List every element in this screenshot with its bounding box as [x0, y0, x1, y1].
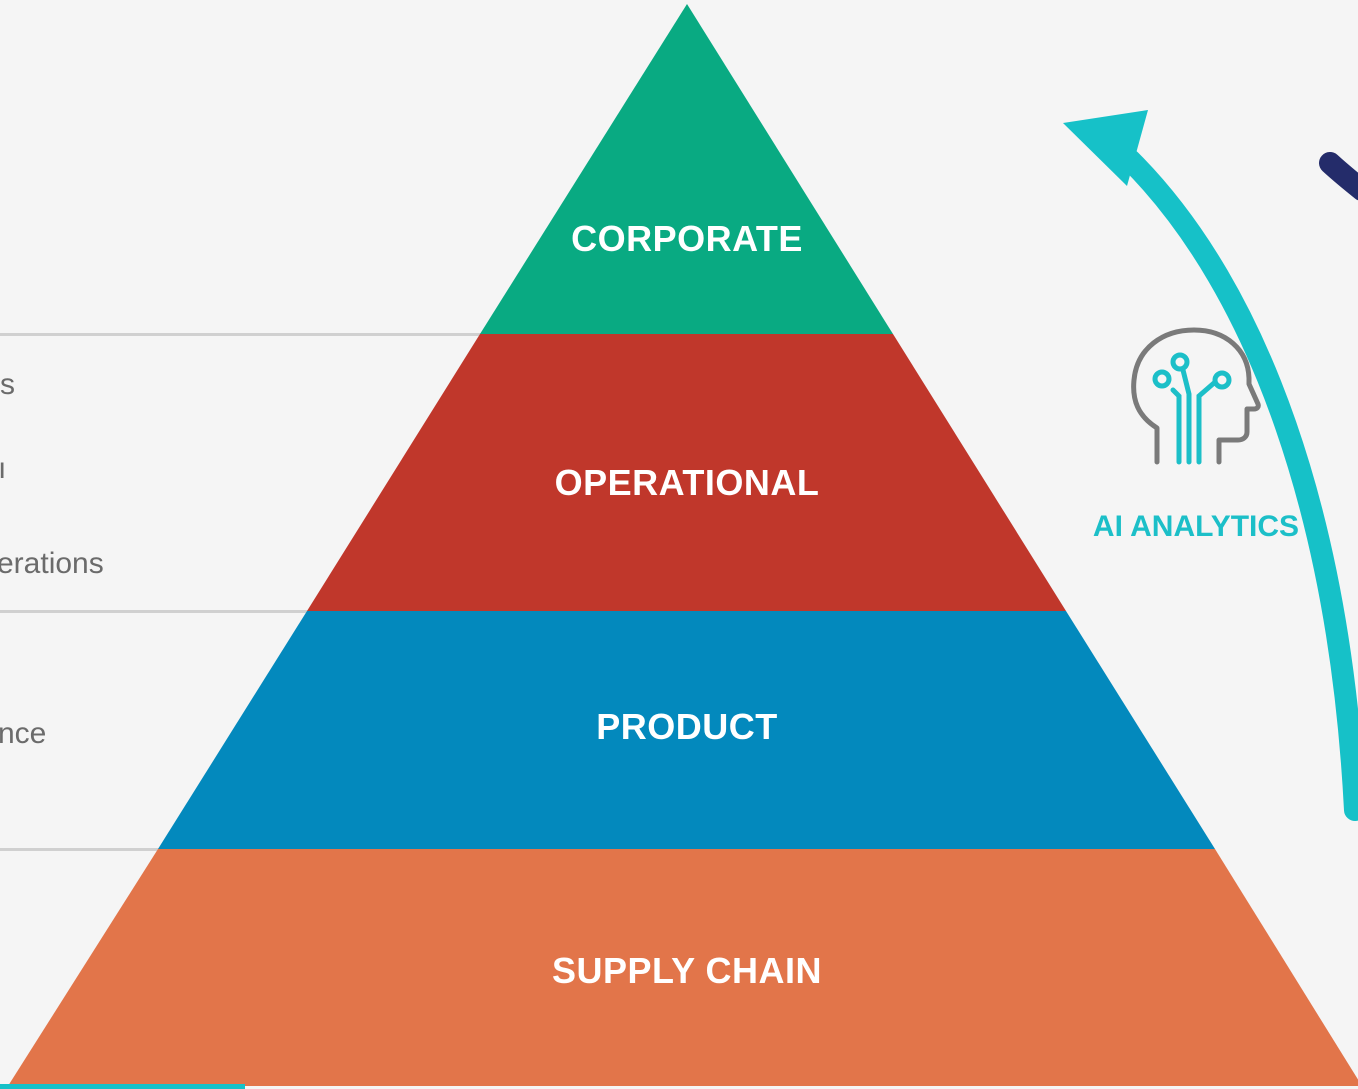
- ai-analytics-label: AI ANALYTICS: [1092, 510, 1300, 543]
- divider-bottom: [0, 848, 162, 851]
- up-arrow-head: [1063, 110, 1148, 186]
- side-text-row1: s: [0, 368, 15, 401]
- tier-label-supply-chain: SUPPLY CHAIN: [551, 950, 823, 991]
- up-arrow-shaft: [1119, 149, 1358, 821]
- pyramid-tier-supply-chain: [8, 849, 1358, 1086]
- pyramid-tier-operational: [307, 334, 1066, 611]
- divider-top: [0, 333, 488, 336]
- divider-middle: [0, 610, 312, 613]
- pyramid-tier-product: [158, 611, 1215, 849]
- bottom-accent-bar: [0, 1084, 245, 1089]
- side-text-row3: erations: [0, 547, 104, 580]
- side-text-row4: nce: [0, 717, 47, 750]
- down-arrow-shaft: [1319, 152, 1358, 201]
- ai-head-circuit-icon: [1131, 327, 1261, 465]
- side-text-row2: ı: [0, 452, 7, 485]
- tier-label-product: PRODUCT: [596, 706, 778, 747]
- pyramid-tier-corporate: [480, 4, 893, 334]
- tier-label-operational: OPERATIONAL: [554, 462, 820, 503]
- tier-label-corporate: CORPORATE: [571, 218, 803, 259]
